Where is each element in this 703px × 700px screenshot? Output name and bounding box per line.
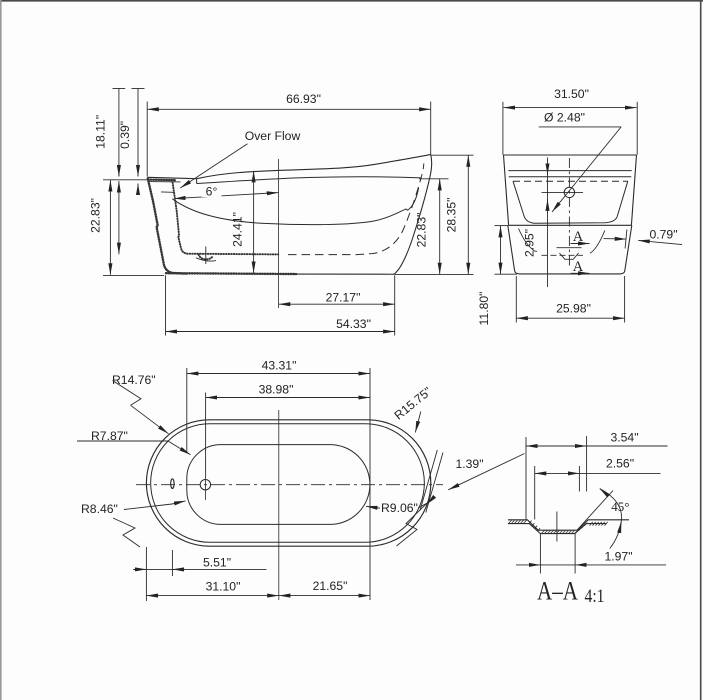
svg-text:R9.06": R9.06"	[381, 501, 418, 515]
svg-text:21.65": 21.65"	[313, 579, 348, 593]
svg-text:5.51": 5.51"	[203, 555, 231, 569]
svg-text:1.39": 1.39"	[455, 457, 483, 471]
svg-text:22.83": 22.83"	[415, 213, 429, 248]
svg-text:4:1: 4:1	[585, 586, 605, 607]
svg-text:A–A: A–A	[537, 577, 578, 606]
svg-text:Over Flow: Over Flow	[245, 129, 301, 143]
svg-text:A: A	[573, 229, 584, 245]
svg-text:31.10": 31.10"	[206, 580, 241, 594]
svg-text:0.79": 0.79"	[649, 227, 677, 241]
svg-text:2.95": 2.95"	[522, 229, 536, 257]
svg-text:A: A	[573, 259, 584, 275]
svg-text:R7.87": R7.87"	[91, 429, 128, 443]
svg-text:45°: 45°	[611, 499, 629, 514]
svg-text:25.98": 25.98"	[556, 301, 591, 315]
svg-text:6°: 6°	[206, 185, 218, 199]
svg-text:R8.46": R8.46"	[81, 502, 118, 516]
svg-text:27.17": 27.17"	[326, 290, 361, 304]
svg-text:43.31": 43.31"	[262, 359, 297, 373]
svg-text:11.80": 11.80"	[477, 292, 491, 326]
svg-text:66.93": 66.93"	[286, 92, 321, 106]
svg-text:3.54": 3.54"	[610, 431, 638, 445]
svg-text:2.56": 2.56"	[606, 457, 634, 471]
svg-text:28.35": 28.35"	[444, 198, 458, 233]
svg-text:54.33": 54.33"	[336, 317, 371, 331]
svg-text:22.83": 22.83"	[88, 198, 102, 233]
svg-text:R14.76": R14.76"	[112, 373, 156, 387]
svg-text:0.39": 0.39"	[118, 121, 132, 149]
svg-text:31.50": 31.50"	[554, 87, 589, 101]
svg-text:Ø 2.48": Ø 2.48"	[544, 110, 585, 124]
svg-text:1.97": 1.97"	[604, 549, 632, 563]
svg-text:18.11": 18.11"	[94, 115, 108, 149]
svg-text:24.41": 24.41"	[230, 212, 244, 247]
svg-text:38.98": 38.98"	[259, 383, 294, 397]
